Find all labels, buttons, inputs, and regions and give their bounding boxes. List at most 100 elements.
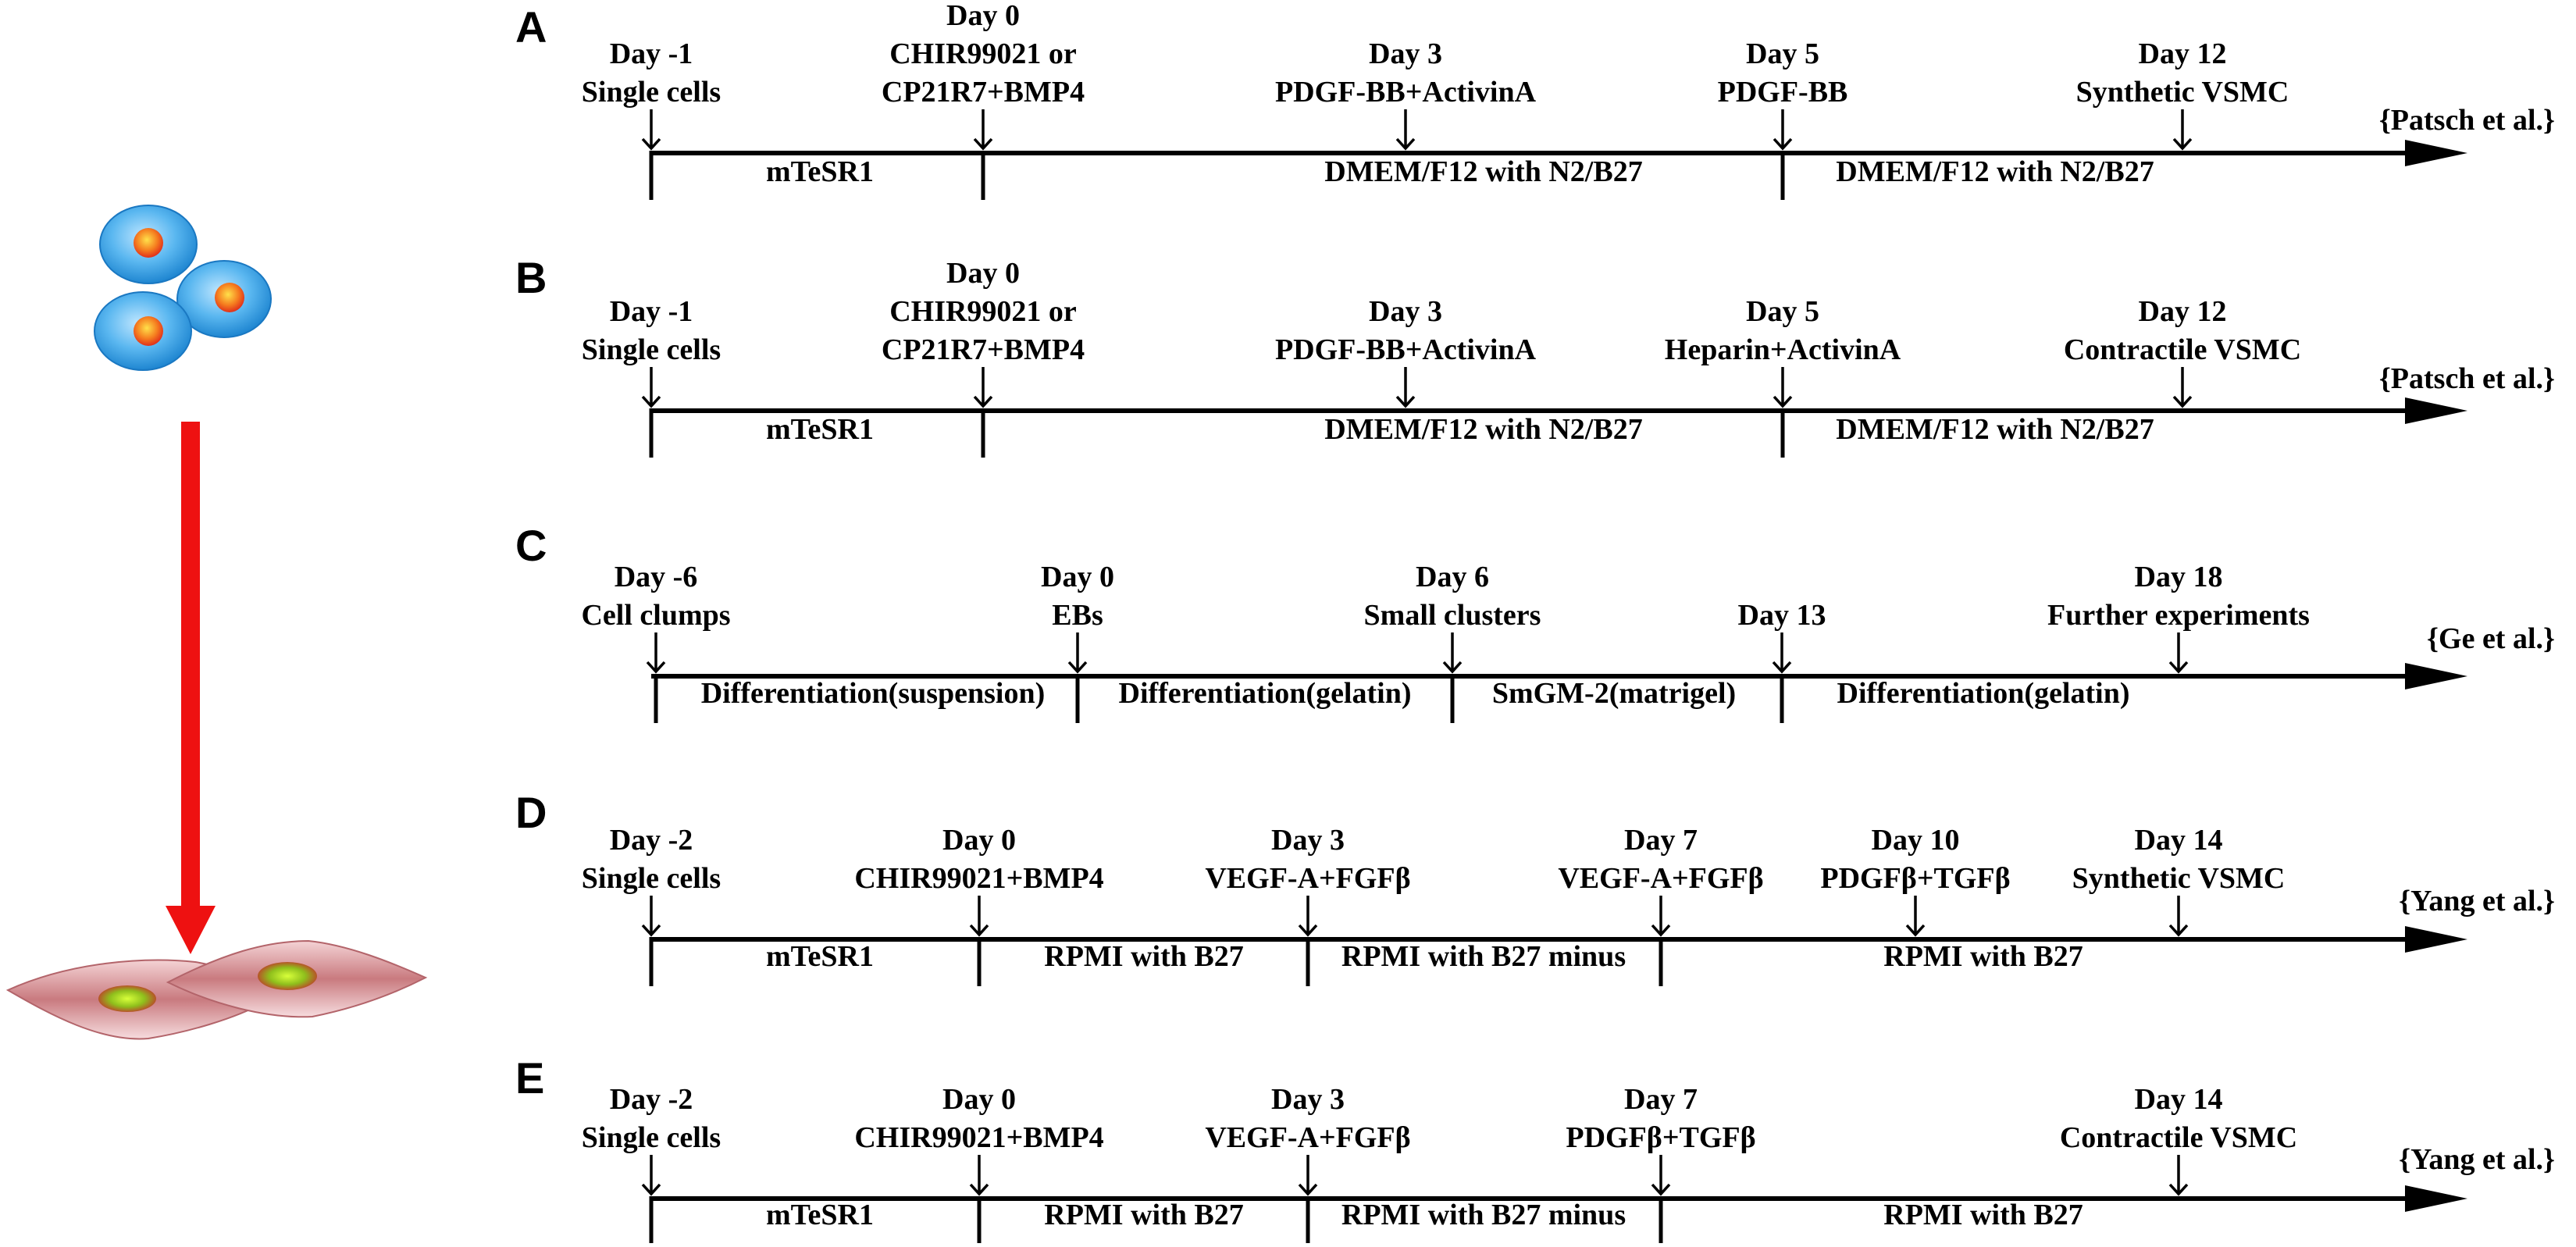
reference-label: {Ge et al.}: [2427, 622, 2555, 655]
panel-letter: E: [515, 1053, 544, 1103]
event-treatment-label: Single cells: [582, 333, 721, 366]
medium-label: RPMI with B27: [1044, 940, 1243, 973]
event-day-label: Day 0: [946, 257, 1020, 290]
reference-label: {Yang et al.}: [2399, 1143, 2555, 1176]
event-day-marker: Day 14 Synthetic VSMC: [2072, 824, 2286, 937]
event-day-label: Day 0: [942, 824, 1016, 857]
down-arrow-head: [2168, 924, 2189, 937]
medium-label: mTeSR1: [766, 1199, 874, 1231]
down-arrow-head: [1442, 661, 1463, 674]
event-day-marker: Day 12 Synthetic VSMC: [2076, 37, 2289, 151]
down-arrow-head: [1298, 1183, 1318, 1196]
event-treatment-label: CHIR99021 or: [889, 37, 1077, 70]
medium-label: RPMI with B27 minus: [1341, 940, 1626, 973]
event-day-marker: Day 13: [1738, 599, 1826, 674]
down-arrow-head: [969, 1183, 989, 1196]
event-treatment-label: Single cells: [582, 1121, 721, 1154]
event-treatment-label: VEGF-A+FGFβ: [1558, 862, 1763, 895]
event-day-marker: Day 10 PDGFβ+TGFβ: [1820, 824, 2011, 937]
timeline-arrowhead: [2405, 1185, 2467, 1212]
event-treatment-label: Cell clumps: [581, 599, 730, 632]
event-day-label: Day 3: [1271, 824, 1345, 857]
reference-label: {Patsch et al.}: [2379, 104, 2555, 137]
event-treatment-label: PDGF-BB+ActivinA: [1275, 76, 1537, 109]
event-treatment-label: CP21R7+BMP4: [882, 76, 1085, 109]
event-day-marker: Day 5 Heparin+ActivinA: [1665, 295, 1901, 408]
event-day-marker: Day 0 CHIR99021 or CP21R7+BMP4: [882, 0, 1085, 151]
down-arrow-head: [969, 924, 989, 937]
down-arrow-head: [1651, 1183, 1671, 1196]
timeline-arrowhead: [2405, 140, 2467, 166]
down-arrow-head: [646, 661, 666, 674]
event-treatment-label: VEGF-A+FGFβ: [1205, 1121, 1410, 1154]
event-treatment-label: PDGFβ+TGFβ: [1820, 862, 2010, 895]
down-arrow-head: [1298, 924, 1318, 937]
medium-label: SmGM-2(matrigel): [1492, 677, 1736, 710]
down-arrow-head: [2168, 661, 2189, 674]
down-arrow-head: [1905, 924, 1926, 937]
event-day-label: Day -2: [610, 1083, 693, 1116]
event-day-marker: Day 3 VEGF-A+FGFβ: [1205, 1083, 1411, 1196]
event-treatment-label: PDGF-BB: [1718, 76, 1848, 109]
event-day-label: Day 5: [1746, 37, 1819, 70]
stem-cells-icon: [94, 205, 272, 371]
event-day-label: Day 12: [2139, 37, 2227, 70]
event-day-label: Day 6: [1416, 561, 1489, 593]
down-arrow-head: [1773, 137, 1793, 151]
down-arrow-head: [1067, 661, 1088, 674]
timeline-arrowhead: [2405, 663, 2467, 689]
timeline-arrowhead: [2405, 926, 2467, 953]
medium-label: Differentiation(suspension): [701, 677, 1046, 710]
medium-label: RPMI with B27: [1044, 1199, 1243, 1231]
down-arrow-head: [1651, 924, 1671, 937]
event-treatment-label: Contractile VSMC: [2064, 333, 2301, 366]
down-arrow-head: [1395, 395, 1416, 408]
panel-letter: A: [515, 2, 547, 52]
event-treatment-label: CP21R7+BMP4: [882, 333, 1085, 366]
panel-letter: B: [515, 253, 547, 302]
event-treatment-label: Synthetic VSMC: [2076, 76, 2289, 109]
event-treatment-label: Single cells: [582, 862, 721, 895]
event-treatment-label: EBs: [1052, 599, 1103, 632]
down-arrow-head: [2172, 137, 2193, 151]
event-day-label: Day 3: [1271, 1083, 1345, 1116]
event-day-label: Day 18: [2135, 561, 2223, 593]
down-arrow-head: [1773, 395, 1793, 408]
event-day-label: Day 13: [1738, 599, 1826, 632]
event-treatment-label: Synthetic VSMC: [2072, 862, 2286, 895]
event-treatment-label: Small clusters: [1364, 599, 1541, 632]
event-treatment-label: Heparin+ActivinA: [1665, 333, 1901, 366]
down-arrow-head: [2168, 1183, 2189, 1196]
reference-label: {Yang et al.}: [2399, 885, 2555, 917]
medium-label: Differentiation(gelatin): [1119, 677, 1412, 710]
down-arrow-head: [641, 1183, 661, 1196]
medium-label: RPMI with B27: [1883, 940, 2083, 973]
medium-label: RPMI with B27 minus: [1341, 1199, 1626, 1231]
down-arrow-head: [641, 137, 661, 151]
down-arrow-head: [1772, 661, 1792, 674]
medium-label: DMEM/F12 with N2/B27: [1324, 413, 1642, 446]
event-treatment-label: Contractile VSMC: [2060, 1121, 2297, 1154]
event-day-label: Day 3: [1369, 295, 1442, 328]
event-day-label: Day 5: [1746, 295, 1819, 328]
event-treatment-label: Further experiments: [2047, 599, 2310, 632]
event-day-label: Day 10: [1872, 824, 1960, 857]
event-day-marker: Day 6 Small clusters: [1364, 561, 1541, 674]
event-day-label: Day -1: [610, 37, 693, 70]
event-day-label: Day 0: [946, 0, 1020, 32]
event-day-label: Day 14: [2135, 824, 2223, 857]
